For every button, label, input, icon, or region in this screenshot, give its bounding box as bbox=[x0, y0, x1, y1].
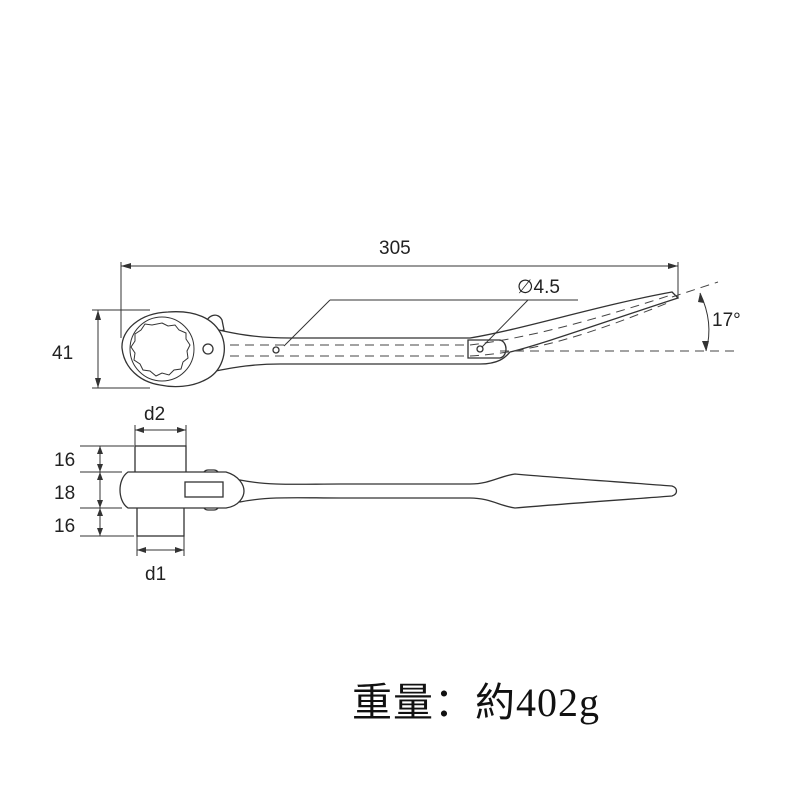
d2-label: d2 bbox=[144, 404, 165, 425]
thickness-dimension: 16 18 16 bbox=[54, 445, 134, 537]
length-dimension: 305 bbox=[120, 238, 679, 338]
d1-dimension: d1 bbox=[136, 528, 185, 585]
weight-label: 重量：約402g bbox=[352, 680, 600, 725]
thickness-middle-label: 18 bbox=[54, 483, 75, 504]
d1-label: d1 bbox=[145, 564, 166, 585]
hole-diameter-label: ∅4.5 bbox=[517, 277, 560, 298]
length-label: 305 bbox=[379, 238, 411, 259]
height-dimension: 41 bbox=[52, 309, 150, 389]
hole-dimension: ∅4.5 bbox=[283, 277, 578, 348]
thickness-top-label: 16 bbox=[54, 450, 75, 471]
wrench-side-view bbox=[119, 445, 678, 537]
angle-dimension: 17° bbox=[500, 281, 741, 352]
d2-dimension: d2 bbox=[134, 404, 187, 446]
wrench-top-view bbox=[121, 291, 680, 388]
height-label: 41 bbox=[52, 343, 73, 364]
thickness-bottom-label: 16 bbox=[54, 516, 75, 537]
angle-label: 17° bbox=[712, 310, 741, 331]
